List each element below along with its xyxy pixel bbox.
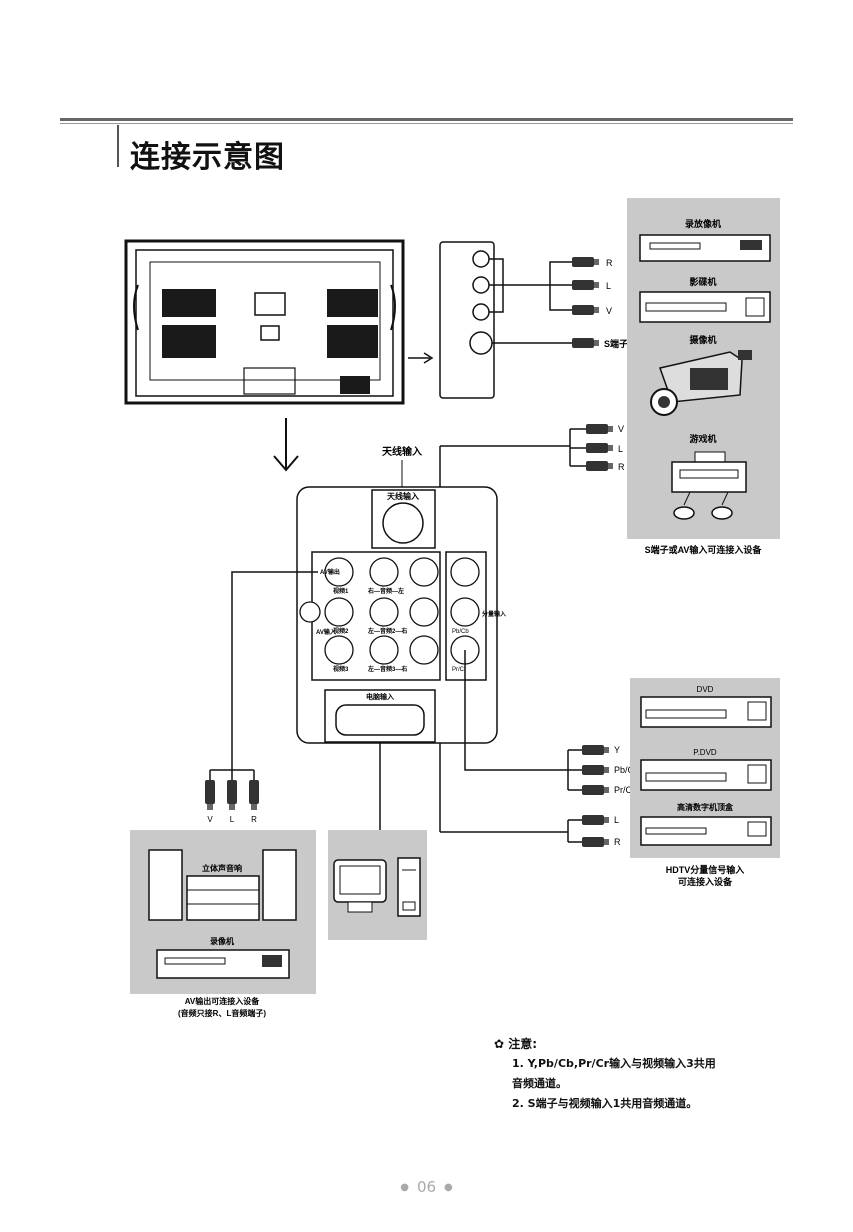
- row-label-video1: 视频1: [333, 587, 349, 595]
- side-jack-l: [472, 276, 490, 294]
- jack-label-l: L: [230, 815, 235, 824]
- antenna-box-label: 天线输入: [387, 491, 419, 501]
- plug-icon: [205, 780, 215, 810]
- jack-label-v: V: [606, 306, 612, 316]
- plug-icon: [227, 780, 237, 810]
- speaker-block: [327, 289, 378, 317]
- gamepad-icon: [711, 506, 733, 520]
- av-output-caption-line1: AV输出可连接入设备: [185, 996, 261, 1006]
- row-label-video2: 视频2: [333, 627, 349, 635]
- component-jack-pb: Pb/Cb: [452, 629, 469, 635]
- device-pdvd-label: P.DVD: [693, 748, 717, 757]
- note-item-1-line2: 音频通道。: [512, 1077, 567, 1090]
- plug-icon: [582, 815, 609, 825]
- jack-label-l: L: [618, 444, 623, 454]
- jack-label-y: Y: [614, 745, 620, 755]
- gamepad-icon: [673, 506, 695, 520]
- device-dvd-label: DVD: [697, 685, 714, 694]
- game-console-icon: [671, 451, 747, 520]
- jack-label-r: R: [606, 258, 613, 268]
- jack-label-r: R: [251, 815, 257, 824]
- device-disc-player-label: 影碟机: [689, 276, 716, 287]
- row-audio-label-2: 左—音频2—右: [367, 627, 407, 635]
- plug-icon: [586, 461, 613, 471]
- rear-panel: 天线输入 AV输出 AV输入 分量输入 视频1 视频2 视频3 右—音频—左 左…: [296, 486, 506, 744]
- pdvd-player-icon: [640, 759, 772, 791]
- warning-icon: ✿: [494, 1037, 505, 1051]
- device-stb-label: 高清数字机顶盒: [677, 802, 734, 812]
- av-output-label: AV输出: [320, 568, 340, 576]
- side-jack-v: [472, 303, 490, 321]
- antenna-jack: [382, 502, 424, 544]
- jack-label-s: S端子: [604, 338, 628, 349]
- plug-icon: [582, 785, 609, 795]
- notes: ✿ 注意: 1. Y,Pb/Cb,Pr/Cr输入与视频输入3共用 音频通道。 2…: [494, 1034, 716, 1114]
- component-caption-line1: HDTV分量信号输入: [666, 864, 745, 875]
- disc-player-icon: [639, 291, 771, 323]
- plug-icon: [586, 424, 613, 434]
- av-devices-caption: S端子或AV输入可连接入设备: [645, 544, 763, 555]
- speaker-icon: [148, 849, 297, 921]
- plug-icon: [582, 745, 609, 755]
- plug-icon: [249, 780, 259, 810]
- row-label-video3: 视频3: [333, 665, 349, 673]
- plug-icon: [586, 443, 613, 453]
- component-input-label: 分量输入: [482, 610, 506, 618]
- component-jack-pr: Pr/Cr: [452, 667, 466, 673]
- device-camcorder-label: 摄像机: [689, 334, 716, 345]
- page-number: ●06●: [400, 1178, 453, 1196]
- pc-input-label: 电脑输入: [366, 692, 394, 701]
- vcr-icon: [639, 234, 771, 262]
- jack-label-r: R: [618, 462, 625, 472]
- note-item-1-line1: 1. Y,Pb/Cb,Pr/Cr输入与视频输入3共用: [512, 1057, 716, 1070]
- device-vcr-label: 录放像机: [685, 218, 721, 229]
- note-item-2: 2. S端子与视频输入1共用音频通道。: [512, 1097, 698, 1110]
- set-top-box-icon: [640, 816, 772, 846]
- speaker-block: [327, 325, 378, 358]
- plug-icon: [582, 837, 609, 847]
- row-audio-label-1: 右—音频—左: [367, 587, 404, 595]
- tv-side-panel: [439, 241, 504, 399]
- title-divider: [117, 125, 119, 167]
- header-rule: [60, 118, 793, 121]
- side-jack-r: [472, 250, 490, 268]
- av-input-label: AV输入: [316, 628, 336, 636]
- page-title: 连接示意图: [130, 140, 285, 175]
- jack-label-pb: Pb/Cb: [614, 765, 639, 775]
- header-rule-thin: [60, 123, 793, 124]
- row-audio-label-3: 左—音频3—右: [367, 665, 407, 673]
- component-caption-line2: 可连接入设备: [678, 876, 733, 887]
- tv-back-view: [124, 239, 405, 405]
- plug-icon: [572, 338, 599, 348]
- device-vcr-label: 录像机: [210, 936, 234, 946]
- jack-label-r: R: [614, 837, 621, 847]
- notes-heading: ✿ 注意:: [494, 1037, 538, 1051]
- plug-icon: [572, 280, 599, 290]
- plug-icon: [582, 765, 609, 775]
- av-output-caption-line2: (音频只接R、L音频端子): [178, 1008, 266, 1018]
- pc-input-jack: [335, 704, 425, 736]
- camcorder-icon: [650, 350, 752, 416]
- device-stereo-label: 立体声音响: [202, 863, 242, 873]
- jack-label-l: L: [606, 281, 611, 291]
- side-jack-s: [469, 331, 493, 355]
- computer-icon: [333, 857, 421, 917]
- jack-label-pr: Pr/Cr: [614, 785, 635, 795]
- speaker-block: [162, 289, 216, 317]
- plug-icon: [572, 257, 599, 267]
- jack-label-v: V: [618, 424, 624, 434]
- speaker-block: [162, 325, 216, 358]
- stereo-system-icon: [186, 875, 260, 921]
- device-game-console-label: 游戏机: [689, 433, 716, 444]
- vcr-icon: [156, 949, 290, 979]
- dvd-player-icon: [640, 696, 772, 728]
- jack-label-v: V: [207, 815, 213, 824]
- plug-icon: [572, 305, 599, 315]
- jack-label-l: L: [614, 815, 619, 825]
- antenna-input-label: 天线输入: [382, 445, 422, 458]
